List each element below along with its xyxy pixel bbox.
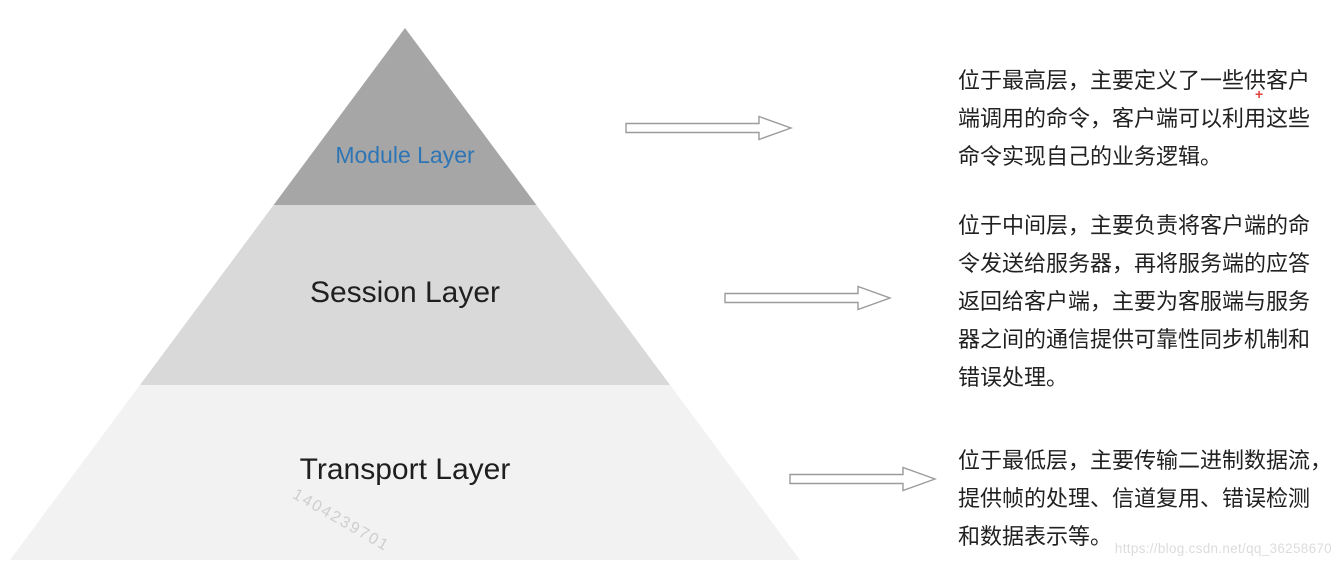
description-line: 错误处理。 xyxy=(958,365,1069,390)
description-line: 令发送给服务器，再将服务端的应答 xyxy=(958,251,1311,276)
description-line: 位于最高层，主要定义了一些供客户 xyxy=(958,68,1311,93)
csdn-url-watermark: https://blog.csdn.net/qq_36258670 xyxy=(1114,541,1332,556)
description-line: 和数据表示等。 xyxy=(958,524,1113,549)
module-layer-label: Module Layer xyxy=(335,142,475,168)
description-line: 位于中间层，主要负责将客户端的命 xyxy=(958,213,1311,238)
plus-cursor-marker: + xyxy=(1255,86,1264,102)
description-line: 器之间的通信提供可靠性同步机制和 xyxy=(958,327,1311,352)
arrow-right-icon-session xyxy=(724,285,892,311)
arrow-right-icon-transport xyxy=(789,466,937,492)
description-line: 命令实现自己的业务逻辑。 xyxy=(958,144,1223,169)
description-transport-layer: 位于最低层，主要传输二进制数据流， 提供帧的处理、信道复用、错误检测 和数据表示… xyxy=(958,442,1335,556)
description-line: 端调用的命令，客户端可以利用这些 xyxy=(958,106,1311,131)
pyramid: 1404239701 Module Layer Session Layer Tr… xyxy=(10,28,800,560)
description-line: 返回给客户端，主要为客服端与服务 xyxy=(958,289,1311,314)
description-module-layer: 位于最高层，主要定义了一些供客户 端调用的命令，客户端可以利用这些 命令实现自己… xyxy=(958,62,1335,176)
description-line: 位于最低层，主要传输二进制数据流， xyxy=(958,448,1333,473)
description-session-layer: 位于中间层，主要负责将客户端的命 令发送给服务器，再将服务端的应答 返回给客户端… xyxy=(958,207,1335,397)
session-layer-label: Session Layer xyxy=(309,276,501,309)
arrow-right-icon-module xyxy=(625,115,793,141)
description-line: 提供帧的处理、信道复用、错误检测 xyxy=(958,486,1311,511)
transport-layer-label: Transport Layer xyxy=(299,453,511,486)
pyramid-band-transport xyxy=(10,385,800,560)
